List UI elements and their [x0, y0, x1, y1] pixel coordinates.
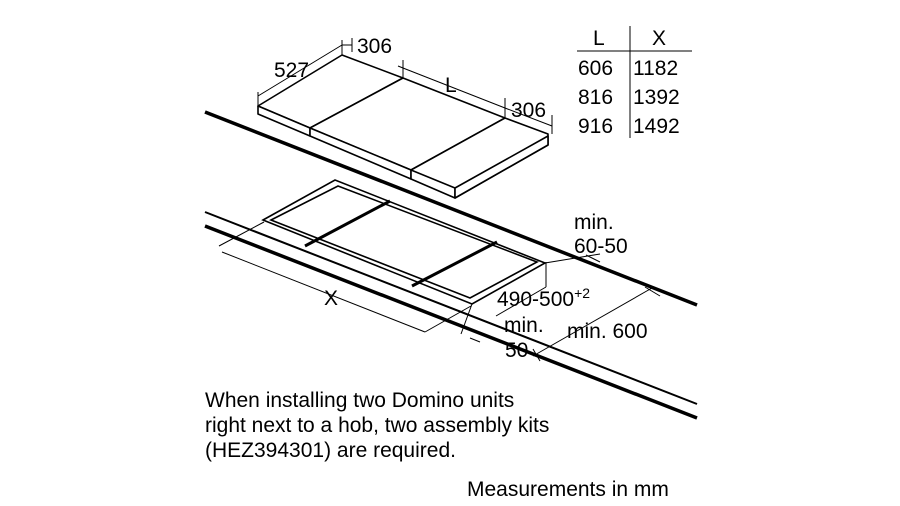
dim-306-right-line [504, 107, 553, 127]
label-min-back-value: 60-50 [574, 235, 628, 258]
cutout-divider-1 [304, 199, 391, 248]
table-header-x: X [652, 27, 666, 50]
cutout-inner [269, 185, 539, 299]
label-min-worktop: min. 600 [567, 320, 648, 343]
table-cell-x: 1492 [633, 115, 680, 138]
dim-527-line [257, 44, 343, 97]
dim-306-left-line-b [397, 65, 404, 69]
installation-note-line: right next to a hob, two assembly kits [205, 414, 550, 437]
dim-X-line [221, 251, 426, 333]
worktop [204, 110, 698, 420]
dim-min50-line-1 [460, 303, 473, 335]
installation-note-line: (HEZ394301) are required. [205, 439, 456, 462]
label-min-front-value: 50 [505, 339, 528, 362]
label-depth: 527 [274, 59, 309, 82]
worktop-front-edge-lower [204, 224, 698, 420]
table-header-l: L [593, 27, 605, 50]
measurements-note: Measurements in mm [467, 478, 669, 501]
worktop-front-edge-upper [204, 211, 698, 405]
cutout-outer [261, 179, 547, 305]
label-side-width-left: 306 [357, 35, 392, 58]
label-cutout-depth-tolerance: +2 [574, 285, 590, 301]
label-cutout-depth-value: 490-500 [497, 288, 574, 311]
dim-600-ext [644, 286, 661, 297]
label-cutout-length: X [324, 287, 338, 310]
dimension-table: L X 606 1182 816 1392 916 1492 [577, 26, 692, 138]
worktop-cutout [261, 179, 547, 305]
dimension-lines [218, 38, 661, 362]
cutout-divider-2 [411, 240, 498, 288]
hob-unit-right-side [454, 135, 549, 199]
dim-X-ext-1 [218, 221, 265, 247]
table-cell-x: 1182 [633, 57, 678, 80]
hob-units [257, 54, 549, 199]
dim-600-ext-2 [532, 348, 541, 362]
dim-X-ext-2 [424, 305, 472, 333]
table-cell-l: 816 [578, 86, 613, 109]
table-cell-l: 916 [578, 115, 613, 138]
installation-note: When installing two Domino units right n… [205, 388, 725, 463]
worktop-back-edge [204, 110, 698, 307]
dim-min50-line-2 [469, 337, 481, 343]
label-cutout-depth: 490-500+2 [497, 285, 590, 311]
label-length: L [445, 74, 457, 97]
dim-490-line [495, 286, 547, 317]
dim-600-line [532, 287, 653, 357]
table-cell-x: 1392 [633, 86, 680, 109]
label-side-width-right: 306 [511, 99, 546, 122]
table-cell-l: 606 [578, 57, 613, 80]
dim-60-50-line [544, 253, 601, 264]
installation-note-line: When installing two Domino units [205, 389, 515, 412]
label-min-front: min. [504, 314, 544, 337]
dim-60-50-ext [585, 254, 601, 263]
dim-L-line [402, 67, 506, 109]
label-min-back: min. [574, 211, 614, 234]
